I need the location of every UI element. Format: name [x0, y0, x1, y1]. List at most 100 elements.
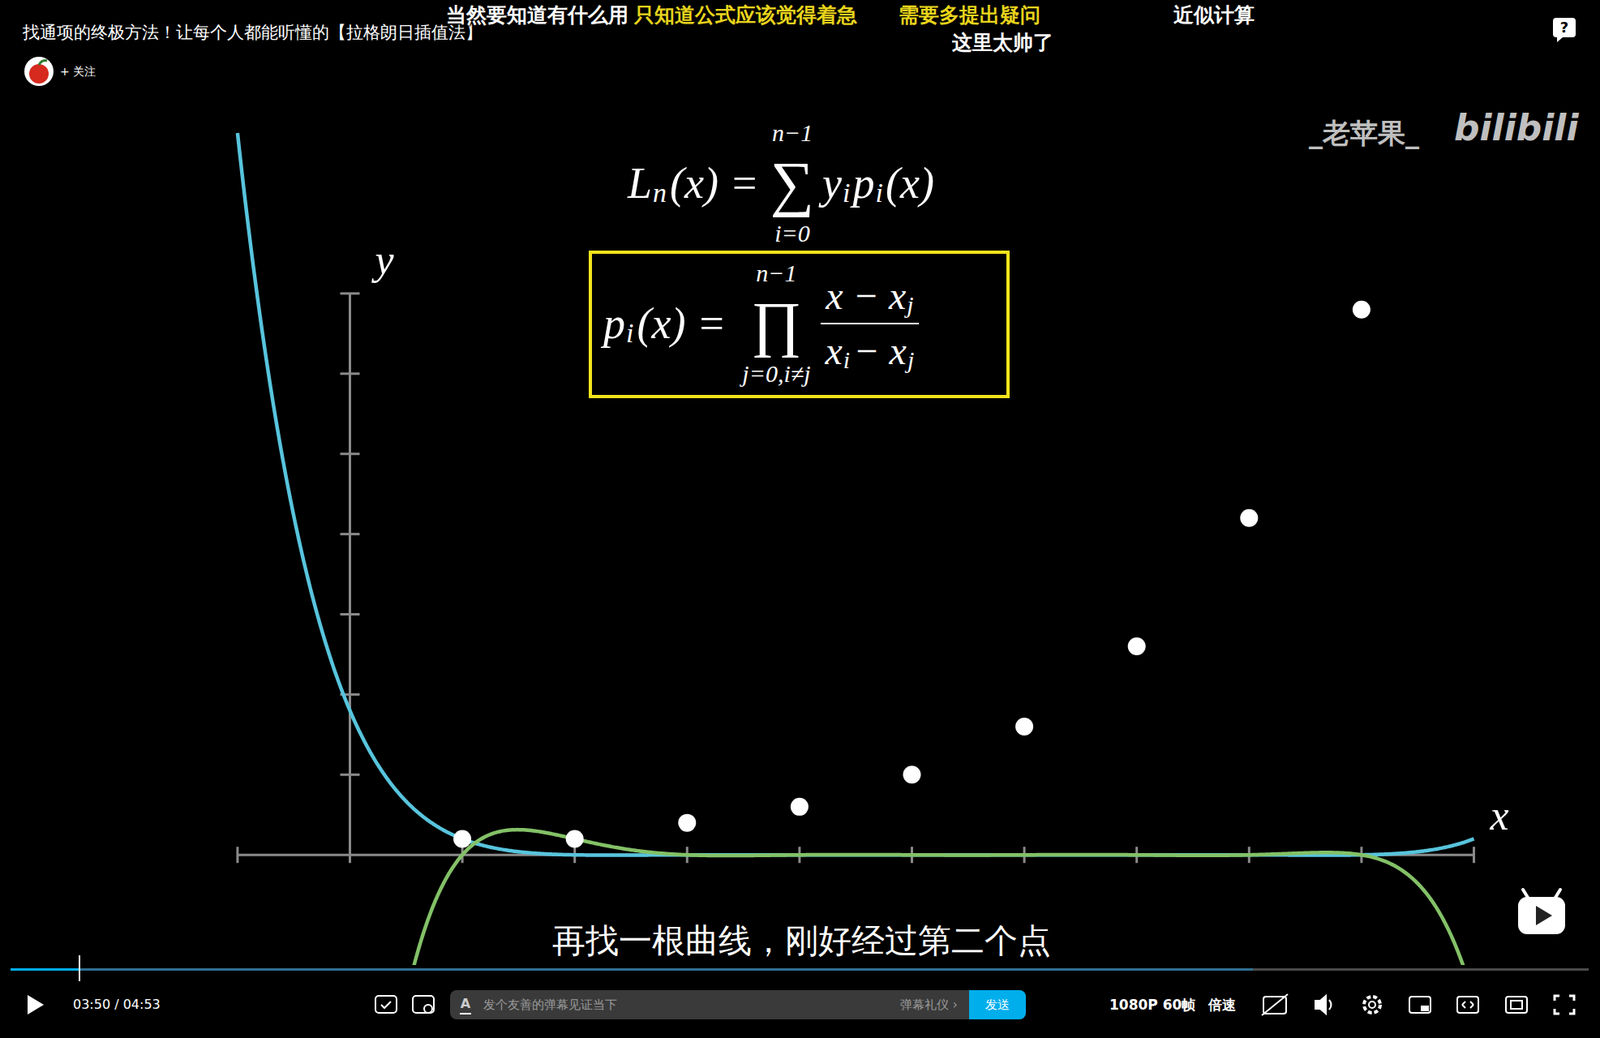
x-tick	[235, 846, 239, 863]
formula-subscript: i	[875, 179, 884, 207]
subtitle: 再找一根曲线，刚好经过第二个点	[552, 924, 1051, 958]
plot	[237, 132, 1475, 1038]
widescreen-icon	[1457, 996, 1479, 1013]
y-tick	[340, 613, 361, 616]
video-title: 找通项的终极方法！让每个人都能听懂的【拉格朗日插值法】	[22, 24, 483, 42]
formula-limit: n−1	[755, 261, 797, 286]
progress-bar	[10, 955, 1589, 982]
danmaku-gear	[424, 1004, 433, 1013]
fullscreen-icon	[1554, 995, 1575, 1014]
controls	[27, 990, 1575, 1020]
danmaku-comment: 需要多提出疑问	[898, 4, 1041, 26]
data-point	[453, 829, 472, 848]
formula-limit: n−1	[772, 120, 813, 146]
formula-symbol: − x	[853, 331, 907, 371]
y-tick	[340, 773, 361, 777]
danmaku-comment: 这里太帅了	[952, 32, 1054, 53]
send-button	[969, 990, 1026, 1020]
help-tail	[1557, 37, 1563, 43]
axis-label: y	[374, 239, 394, 282]
data-point	[677, 814, 696, 833]
formula-symbol: (x) =	[636, 301, 726, 346]
y-tick	[340, 291, 361, 295]
watermark-logo: bilibili	[1454, 110, 1579, 146]
y-tick	[340, 452, 361, 455]
quality-button: 1080P 60帧	[1109, 998, 1196, 1013]
product-operator: ∏	[750, 292, 803, 355]
watermark: _老苹果_	[1308, 119, 1420, 147]
progress-marker	[78, 955, 81, 982]
y-tick	[340, 532, 361, 536]
x-tick	[1472, 846, 1476, 863]
avatar	[24, 56, 54, 86]
data-point	[1239, 509, 1258, 528]
danmaku-check	[381, 1001, 391, 1009]
formula-subscript: j	[907, 347, 914, 373]
danmaku-settings-icon	[412, 995, 434, 1013]
y-axis	[348, 293, 352, 855]
tv-play	[1535, 905, 1553, 926]
volume-wave	[1329, 999, 1332, 1010]
input-placeholder: 发个友善的弹幕见证当下	[483, 999, 618, 1012]
apple-leaf	[38, 60, 48, 65]
formula-subscript: i	[626, 319, 634, 348]
help-icon	[1552, 17, 1576, 43]
progress-track	[10, 968, 1589, 971]
danmaku-etiquette-link: 弹幕礼仪 ›	[900, 999, 958, 1012]
widescreen-arrows	[1462, 1001, 1474, 1009]
time-display: 03:50 / 04:53	[72, 998, 161, 1012]
data-point	[1352, 300, 1371, 319]
progress-played	[10, 968, 80, 971]
formula-symbol: p	[603, 301, 626, 346]
formula-subscript: i	[843, 347, 850, 373]
pip-inner	[1420, 1005, 1429, 1012]
formula-symbol: (x)	[885, 161, 935, 206]
font-underline	[459, 1012, 472, 1015]
basis-curve	[237, 829, 1475, 966]
formula-symbol: y	[822, 161, 842, 206]
formula-subscript: n	[652, 179, 667, 207]
danmaku-comment: 当然要知道有什么用	[446, 4, 629, 26]
progress-buffered	[10, 968, 1253, 971]
speed-button: 倍速	[1208, 998, 1236, 1013]
help-bubble	[1552, 17, 1576, 38]
help-mark: ?	[1560, 20, 1569, 35]
data-point	[1128, 637, 1146, 656]
web-fullscreen-icon	[1505, 996, 1528, 1013]
formula-symbol: p	[853, 161, 876, 206]
formula-symbol: x	[825, 331, 843, 371]
web-fullscreen-inner	[1510, 1000, 1523, 1009]
danmaku-comment: 近似计算	[1173, 4, 1255, 26]
formula-symbol: (x) =	[669, 161, 760, 206]
formula-box: pi(x) =∏n−1j=0,i≠jx − xjxi− xj	[588, 250, 1010, 399]
bilibili-tv-icon	[1518, 889, 1566, 935]
danmaku-input	[450, 990, 1026, 1020]
apple-icon	[29, 64, 49, 84]
basis-curve	[237, 132, 1475, 855]
subtitle-off-slash	[1261, 994, 1288, 1016]
volume-icon	[1315, 995, 1326, 1014]
settings-hub	[1368, 1001, 1376, 1009]
pip-icon	[1409, 996, 1431, 1013]
settings-gear	[1364, 996, 1381, 1013]
y-tick	[340, 372, 361, 375]
tv-body	[1518, 896, 1566, 935]
danmaku-comment: 只知道公式应该觉得着急	[634, 4, 858, 26]
follow-button: + 关注	[60, 65, 96, 78]
fraction-bar	[820, 322, 920, 325]
danmaku-toggle-icon	[375, 995, 397, 1013]
play-button	[27, 995, 44, 1015]
formula-subscript: i	[842, 179, 850, 207]
data-point	[566, 829, 584, 848]
formula-limit: j=0,i≠j	[742, 361, 811, 387]
formula-subscript: j	[906, 292, 914, 318]
send-label: 发送	[985, 999, 1010, 1012]
data-point	[790, 797, 809, 816]
axis-label: x	[1489, 794, 1509, 837]
curves	[237, 132, 1475, 966]
sum-operator: ∑	[770, 152, 815, 215]
formula-limit: i=0	[774, 221, 811, 246]
data-point	[903, 765, 922, 784]
x-tick	[348, 846, 352, 863]
